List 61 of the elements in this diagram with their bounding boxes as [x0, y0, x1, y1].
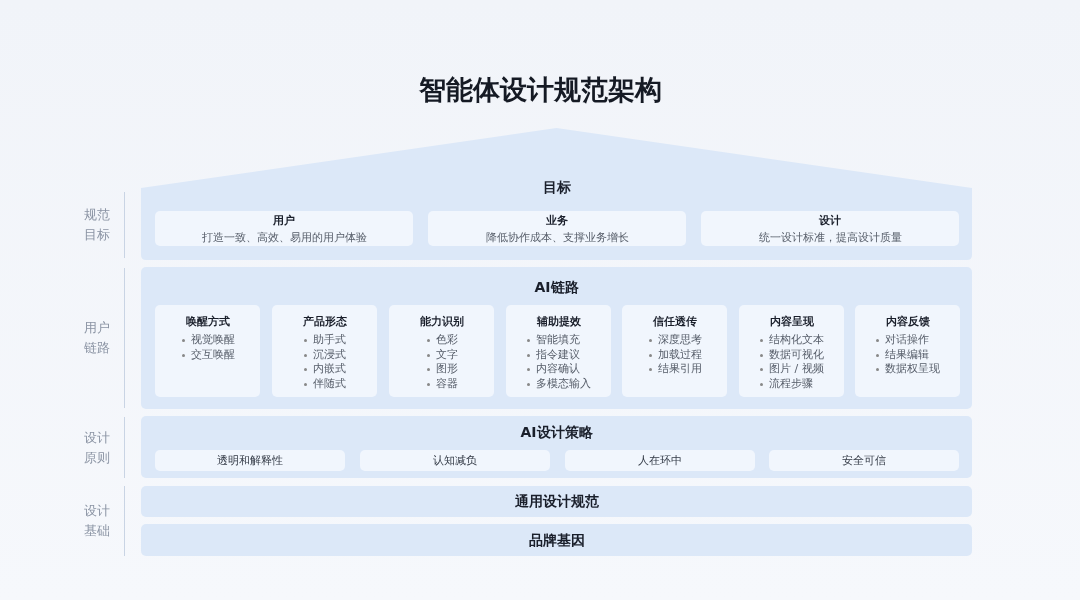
layer-title: 目标 [541, 179, 572, 197]
list-item: 结果引用 [648, 362, 702, 375]
list-item: 容器 [426, 376, 458, 390]
list-item: 数据可视化 [759, 347, 824, 361]
info-card [272, 305, 377, 397]
info-card [155, 305, 260, 397]
principle-tag: 透明和解释性 [155, 450, 345, 471]
list-item: 图形 [426, 362, 458, 375]
list-item: 结构化文本 [759, 333, 824, 346]
list-item: 指令建议 [526, 347, 580, 361]
list-item: 色彩 [426, 333, 458, 346]
list-item: 流程步骤 [759, 376, 813, 390]
list-item: 对话操作 [875, 333, 929, 346]
info-card [855, 305, 960, 397]
card-title: 能力识别 [418, 315, 465, 329]
info-card [739, 305, 844, 397]
card-title: 辅助提效 [535, 315, 582, 329]
card-title: 信任透传 [651, 315, 698, 329]
layer-title: AI链路 [533, 279, 580, 297]
list-item: 图片 / 视频 [759, 362, 824, 375]
list-item: 助手式 [303, 333, 346, 346]
info-card [506, 305, 611, 397]
card-title: 唤醒方式 [184, 315, 231, 329]
card-title: 内容呈现 [768, 315, 815, 329]
layer-title: AI设计策略 [519, 424, 594, 442]
list-item: 交互唤醒 [181, 347, 235, 361]
layer-band: 通用设计规范 [141, 486, 972, 517]
card-title: 业务 [545, 214, 569, 228]
list-item: 加载过程 [648, 347, 702, 361]
list-item: 结果编辑 [875, 347, 929, 361]
list-item: 多模态输入 [526, 376, 591, 390]
card-text: 降低协作成本、支撑业务增长 [484, 230, 630, 245]
side-label: 设计原则 [83, 428, 111, 467]
card-title: 设计 [818, 214, 842, 228]
list-item: 深度思考 [648, 333, 702, 346]
layer-band [141, 128, 972, 260]
info-card [389, 305, 494, 397]
list-item: 内嵌式 [303, 362, 346, 375]
card-text: 打造一致、高效、易用的用户体验 [200, 230, 368, 245]
card-title: 用户 [272, 214, 296, 228]
card-title: 产品形态 [301, 315, 348, 329]
layer-band [141, 416, 972, 478]
list-item: 数据权呈现 [875, 362, 940, 375]
list-item: 沉浸式 [303, 347, 346, 361]
list-item: 文字 [426, 347, 458, 361]
page-title: 智能体设计规范架构 [417, 73, 663, 107]
principle-tag: 认知减负 [360, 450, 550, 471]
side-label: 用户链路 [83, 319, 111, 357]
side-label: 设计基础 [83, 502, 111, 540]
side-label: 规范目标 [83, 206, 111, 244]
card-title: 内容反馈 [884, 315, 931, 329]
info-card [622, 305, 727, 397]
principle-tag: 人在环中 [565, 450, 755, 471]
list-item: 智能填充 [526, 333, 580, 346]
layer-band: 品牌基因 [141, 524, 972, 556]
layer-band [141, 267, 972, 409]
list-item: 视觉唤醒 [181, 333, 235, 346]
principle-tag: 安全可信 [769, 450, 959, 471]
list-item: 内容确认 [526, 362, 580, 375]
list-item: 伴随式 [303, 376, 346, 390]
card-text: 统一设计标准，提高设计质量 [757, 230, 903, 245]
